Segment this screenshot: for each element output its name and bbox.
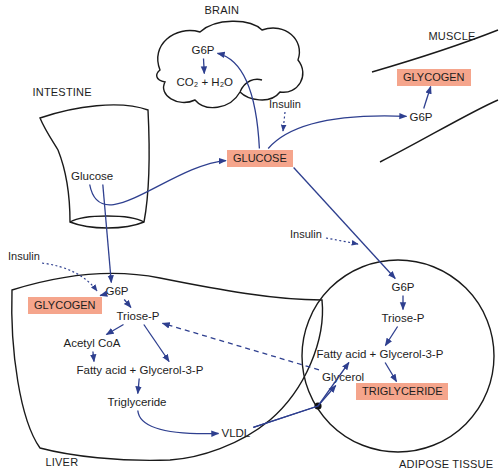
metabolite-name: Acetyl CoA (64, 337, 121, 350)
pathway-arrow (106, 325, 123, 335)
organ-region: INTESTINEGlucose (35, 100, 155, 235)
pool-box: GLUCOSE (227, 150, 293, 167)
organ-shape (157, 21, 303, 107)
insulin-label: Insulin (290, 228, 322, 241)
organ-region: LIVER G6P GLYCOGEN Triose-P Acetyl CoA Fatty … (5, 265, 330, 470)
metabolite-node: G6P (408, 110, 435, 125)
metabolite-node: Fatty acid + Glycerol-3-P (75, 363, 206, 378)
organ-shape (40, 105, 149, 228)
organ-region: MUSCLE GLYCOGEN G6P (370, 20, 500, 170)
metabolite-node: Triose-P (115, 309, 162, 324)
pathway-arrow (100, 294, 102, 296)
pathway-arrow (103, 185, 112, 283)
organ-outline (370, 20, 500, 170)
metabolite-node: G6P (190, 43, 217, 58)
metabolite-node: G6P (390, 280, 417, 295)
pathway-arrow (138, 379, 139, 394)
pathway-arrow (218, 53, 260, 148)
metabolite-node: CO₂ + H₂O (175, 75, 236, 90)
pool-box: GLYCOGEN (28, 297, 102, 314)
metabolite-name: G6P (192, 44, 215, 57)
organ-shape (302, 260, 494, 452)
insulin-label: Insulin (8, 250, 40, 263)
metabolite-name: Fatty acid + Glycerol-3-P (77, 364, 204, 377)
metabolite-node: Acetyl CoA (62, 336, 123, 351)
metabolite-name: VLDL (222, 427, 251, 440)
metabolite-name: G6P (392, 281, 415, 294)
metabolite-name: Fatty acid + Glycerol-3-P (317, 348, 444, 361)
pathway-arrow (163, 323, 320, 370)
metabolite-name: Glycerol (322, 371, 364, 384)
pool-name: GLYCOGEN (34, 299, 96, 312)
organ-heading: MUSCLE (429, 30, 476, 43)
organ-heading: LIVER (46, 456, 79, 469)
metabolite-node: Triose-P (380, 311, 427, 326)
organ-heading: INTESTINE (33, 86, 92, 99)
pathway-arrow (385, 363, 396, 382)
organ-region: ADIPOSE TISSUEG6PTriose-PFatty acid + Gl… (302, 260, 494, 452)
pathway-arrow (253, 386, 335, 428)
pool-name: GLUCOSE (233, 152, 287, 165)
organ-shape (372, 30, 498, 162)
metabolite-node: Triglyceride (106, 395, 169, 410)
metabolite-name: Triglyceride (108, 396, 167, 409)
pathway-arrow (144, 325, 169, 362)
pathway-arrow (294, 168, 396, 279)
organ-shape (12, 273, 323, 460)
pool-name: GLYCOGEN (403, 71, 465, 84)
pathway-arrow (385, 327, 397, 346)
metabolite-node: G6P (104, 284, 131, 299)
pathway-arrow (124, 300, 131, 308)
metabolite-name: G6P (106, 285, 129, 298)
metabolite-name: G6P (410, 111, 433, 124)
metabolite-node: Fatty acid + Glycerol-3-P (315, 347, 446, 362)
pathway-arrow (93, 352, 94, 362)
insulin-leader (283, 112, 285, 131)
metabolite-name: Glucose (71, 170, 113, 183)
insulin-leader (326, 238, 358, 244)
metabolite-node: VLDL (220, 426, 253, 441)
metabolite-name: Triose-P (117, 310, 160, 323)
pathway-arrow (203, 59, 205, 74)
pathway-arrow (90, 161, 226, 205)
pool-name: TRIGLYCERIDE (362, 385, 442, 398)
organ-outline (35, 100, 155, 235)
organ-heading: ADIPOSE TISSUE (399, 458, 493, 471)
pathway-arrow (268, 116, 406, 149)
pool-box: GLYCOGEN (397, 69, 471, 86)
pool-box: TRIGLYCERIDE (356, 383, 448, 400)
metabolite-node: Glucose (69, 169, 115, 184)
insulin-leader (42, 263, 97, 291)
metabolite-name: CO₂ + H₂O (177, 76, 234, 89)
pathway-arrow (424, 87, 431, 109)
pathway-arrow (253, 363, 349, 428)
pathway-arrow (138, 411, 219, 434)
metabolite-name: Triose-P (382, 312, 425, 325)
insulin-label: Insulin (269, 98, 301, 111)
organ-heading: BRAIN (205, 4, 240, 17)
pathway-arrow (402, 296, 403, 310)
